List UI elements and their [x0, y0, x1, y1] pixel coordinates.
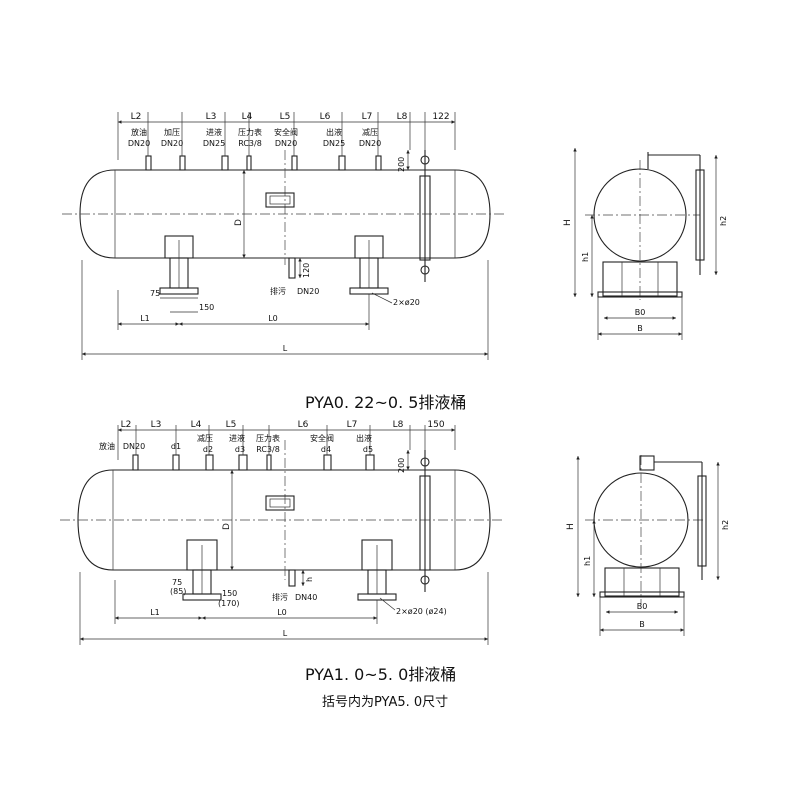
top-dim-l4: L4: [242, 112, 253, 122]
top-side-view: H h1 h2 B0 B: [563, 148, 728, 340]
top-side-h1: h1: [581, 252, 590, 262]
top-drain-size: DN20: [297, 287, 319, 296]
top-nozzle-name-6: 出液: [326, 127, 342, 137]
bottom-dim-l8: L8: [393, 420, 404, 430]
bottom-side-view: H h1 h2 B0 B: [566, 455, 730, 636]
bottom-dim-l1: L1: [150, 608, 160, 617]
top-drain-nozzle: [288, 257, 296, 279]
bottom-dim-l7: L7: [347, 420, 358, 430]
bottom-note: 括号内为PYA5. 0尺寸: [322, 694, 448, 710]
top-dim-75: 75: [150, 289, 160, 298]
top-dim-l3: L3: [206, 112, 217, 122]
top-nozzle-name-3: 进液: [206, 127, 222, 137]
top-nozzle-size-4: RC3/8: [238, 139, 262, 148]
top-dim-l7: L7: [362, 112, 373, 122]
top-elevation-view: L2 L3 L4 L5 L6 L7 L8 122 放油 DN20 加压 DN20…: [62, 112, 505, 412]
bottom-side-h: H: [566, 523, 576, 530]
top-dim-l0: L0: [268, 314, 278, 323]
top-drain-label: 排污: [270, 286, 286, 296]
top-dim-l1: L1: [140, 314, 150, 323]
bottom-nozzle-name-1: 放油: [99, 441, 115, 451]
top-nozzle-size-3: DN25: [203, 139, 225, 148]
top-dim-l2: L2: [131, 112, 142, 122]
top-side-b: B: [637, 324, 643, 333]
bottom-dim-h: h: [305, 577, 314, 582]
bottom-dim-l2: L2: [121, 420, 132, 430]
bottom-nozzle-name-5: 压力表: [256, 433, 280, 443]
bottom-dim-l5: L5: [226, 420, 237, 430]
bottom-nozzle-size-6: d4: [321, 445, 331, 454]
top-dim-122: 122: [432, 112, 449, 122]
bottom-side-b0: B0: [637, 602, 648, 611]
top-dim-l5: L5: [280, 112, 291, 122]
bottom-nozzle-size-1: DN20: [123, 442, 145, 451]
bottom-drain-size: DN40: [295, 593, 317, 602]
bottom-nozzle-name-3: 减压: [197, 433, 213, 443]
bottom-nozzle-name-4: 进液: [229, 433, 245, 443]
top-nozzle-size-7: DN20: [359, 139, 381, 148]
top-nozzle-name-4: 压力表: [238, 127, 262, 137]
top-holes: 2×ø20: [393, 298, 420, 307]
bottom-caption: PYA1. 0~5. 0排液桶: [305, 665, 456, 684]
top-nozzle-size-6: DN25: [323, 139, 345, 148]
bottom-side-b: B: [639, 620, 645, 629]
top-dim-l8: L8: [397, 112, 408, 122]
top-dim-120: 120: [302, 263, 311, 278]
top-caption: PYA0. 22~0. 5排液桶: [305, 393, 466, 412]
top-nozzle-size-2: DN20: [161, 139, 183, 148]
bottom-dim-200: 200: [397, 458, 406, 473]
bottom-level-gauge: [410, 450, 431, 592]
top-side-h: H: [563, 219, 573, 226]
bottom-nozzle-size-7: d5: [363, 445, 373, 454]
top-dim-d: D: [234, 219, 244, 226]
bottom-drain-nozzle: [288, 569, 296, 587]
top-nozzle-name-5: 安全阀: [274, 127, 298, 137]
bottom-dim-l3: L3: [151, 420, 162, 430]
top-nozzle-name-7: 减压: [362, 127, 378, 137]
top-nozzle-name-1: 放油: [131, 127, 147, 137]
bottom-dim-d: D: [222, 523, 232, 530]
top-side-h2: h2: [719, 216, 728, 226]
bottom-drain-label: 排污: [272, 592, 288, 602]
top-dim-150: 150: [199, 303, 214, 312]
bottom-dim-150: 150: [222, 589, 237, 598]
top-nozzles: [117, 112, 456, 171]
bottom-nozzle-size-2: d1: [171, 442, 181, 451]
bottom-dim-170: (170): [218, 599, 240, 608]
top-dim-l: L: [283, 344, 288, 353]
bottom-dim-l: L: [283, 629, 288, 638]
bottom-dim-l4: L4: [191, 420, 202, 430]
top-supports: [159, 235, 389, 295]
bottom-dim-150: 150: [427, 420, 444, 430]
bottom-holes: 2×ø20 (ø24): [396, 607, 447, 616]
bottom-dim-l6: L6: [298, 420, 309, 430]
bottom-side-h1: h1: [583, 556, 592, 566]
bottom-nozzle-size-5: RC3/8: [256, 445, 280, 454]
bottom-nozzle-size-4: d3: [235, 445, 245, 454]
top-dim-l6: L6: [320, 112, 331, 122]
top-nozzle-name-2: 加压: [164, 127, 180, 137]
bottom-nozzle-size-3: d2: [203, 445, 213, 454]
bottom-side-h2: h2: [721, 520, 730, 530]
top-dim-200: 200: [397, 157, 406, 172]
top-nozzle-size-5: DN20: [275, 139, 297, 148]
bottom-dim-85: (85): [170, 587, 186, 596]
bottom-dim-75: 75: [172, 578, 182, 587]
bottom-nozzle-name-7: 出液: [356, 433, 372, 443]
top-nozzle-size-1: DN20: [128, 139, 150, 148]
top-level-gauge: [410, 150, 431, 282]
bottom-nozzle-name-6: 安全阀: [310, 433, 334, 443]
top-side-b0: B0: [635, 308, 646, 317]
bottom-dim-l0: L0: [277, 608, 287, 617]
bottom-elevation-view: L2 L3 L4 L5 L6 L7 L8 150 放油 DN20 d1 减压 d…: [60, 420, 505, 710]
